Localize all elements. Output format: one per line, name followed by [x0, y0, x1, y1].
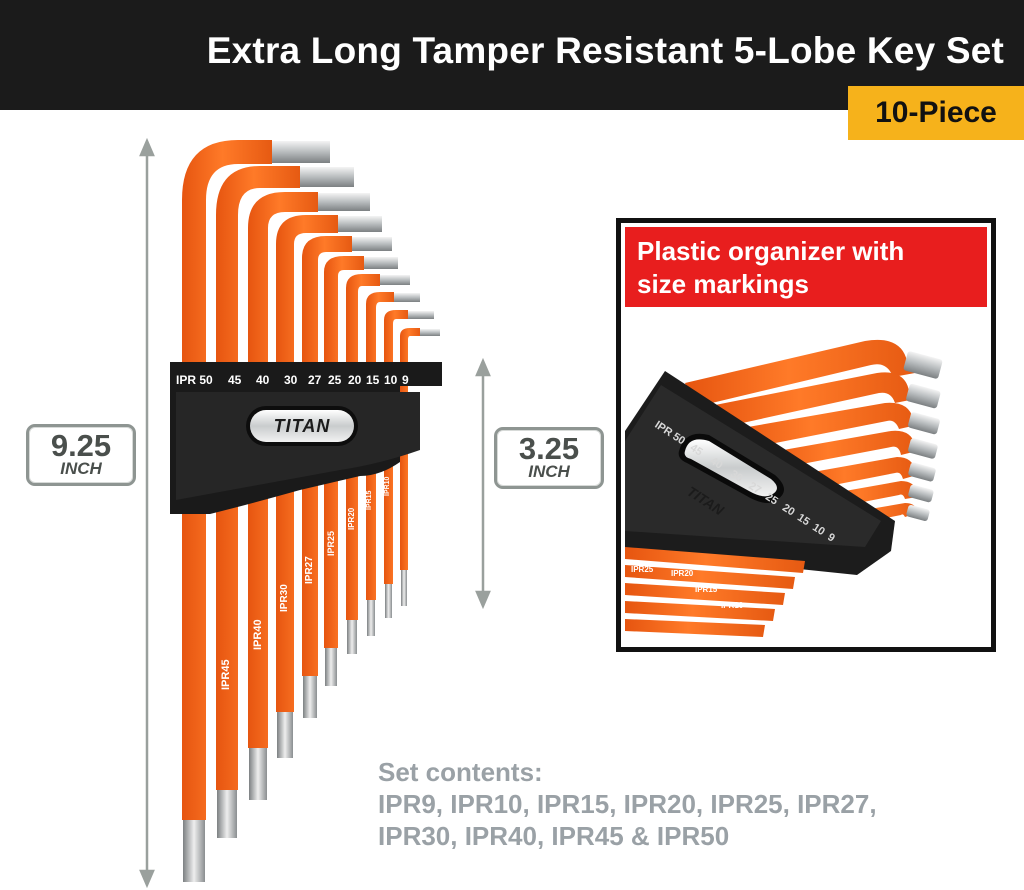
brand-logo: TITAN: [273, 416, 331, 436]
key-label-ipr45: IPR45: [220, 659, 232, 690]
short-measurement-badge: 3.25 INCH: [494, 427, 604, 489]
key-ipr40: [248, 192, 370, 800]
inset-caption-line1: Plastic organizer with: [637, 236, 905, 266]
inset-caption-line2: size markings: [637, 269, 809, 299]
size-label-30: 30: [284, 373, 298, 387]
size-label-20: 20: [348, 373, 362, 387]
inset-photo: [625, 311, 987, 645]
key-label-ipr15: IPR15: [366, 490, 373, 510]
size-label-45: 45: [228, 373, 242, 387]
size-label-25: 25: [328, 373, 342, 387]
inset-caption-banner: Plastic organizer with size markings: [625, 227, 987, 307]
key-label-ipr27: IPR27: [304, 556, 315, 584]
short-measurement-unit: INCH: [528, 462, 570, 481]
key-label-ipr20: IPR20: [347, 507, 356, 530]
key-ipr25: [324, 256, 398, 686]
size-label-27: 27: [308, 373, 322, 387]
size-label-50: IPR 50: [176, 373, 213, 387]
size-label-15: 15: [366, 373, 380, 387]
long-dimension-arrow: [139, 137, 155, 889]
organizer-inset: Plastic organizer with size markings: [616, 218, 996, 652]
key-ipr27: [302, 236, 392, 718]
holder-size-labels: IPR 50 45 40 30 27 25 20 15 10 9: [172, 373, 442, 391]
set-contents-line2: IPR30, IPR40, IPR45 & IPR50: [378, 821, 730, 851]
short-dimension-arrow: [475, 357, 491, 610]
long-measurement-badge: 9.25 INCH: [26, 424, 136, 486]
key-ipr30: [276, 215, 382, 758]
key-label-ipr40: IPR40: [252, 619, 264, 650]
page-title: Extra Long Tamper Resistant 5-Lobe Key S…: [206, 30, 1004, 71]
key-ipr20: [346, 274, 410, 654]
inset-key-label-ipr15: IPR15: [695, 585, 718, 594]
key-ipr9: [400, 328, 440, 606]
long-measurement-unit: INCH: [60, 459, 102, 478]
short-measurement-value: 3.25: [518, 431, 580, 466]
inset-size-label-9: 9: [825, 531, 837, 545]
set-contents-line1: IPR9, IPR10, IPR15, IPR20, IPR25, IPR27,: [378, 789, 877, 819]
size-label-10: 10: [384, 373, 398, 387]
piece-count-badge: 10-Piece: [848, 86, 1024, 140]
plastic-organizer: [170, 362, 442, 514]
inset-keys-lower: [625, 547, 805, 637]
key-set: [182, 140, 440, 882]
key-label-ipr50: IPR50: [168, 669, 180, 700]
set-contents-heading: Set contents:: [378, 757, 543, 787]
inset-key-label-ipr10: IPR10: [721, 601, 744, 610]
long-measurement-value: 9.25: [50, 428, 112, 463]
inset-key-label-ipr25: IPR25: [631, 565, 654, 574]
key-label-ipr10: IPR10: [384, 476, 391, 496]
key-ipr45: [216, 166, 354, 838]
key-label-ipr30: IPR30: [279, 584, 290, 612]
key-label-ipr25: IPR25: [326, 530, 336, 556]
piece-count-label: 10-Piece: [875, 96, 997, 129]
key-ipr50: [182, 140, 330, 882]
inset-key-label-ipr20: IPR20: [671, 569, 694, 578]
set-contents: Set contents: IPR9, IPR10, IPR15, IPR20,…: [378, 756, 1018, 852]
size-label-9: 9: [402, 373, 409, 387]
inset-key-labels: IPR25 IPR20 IPR15 IPR10: [631, 565, 791, 625]
size-label-40: 40: [256, 373, 270, 387]
inset-caption: Plastic organizer with size markings: [637, 235, 977, 301]
inset-organizer: [625, 371, 895, 575]
